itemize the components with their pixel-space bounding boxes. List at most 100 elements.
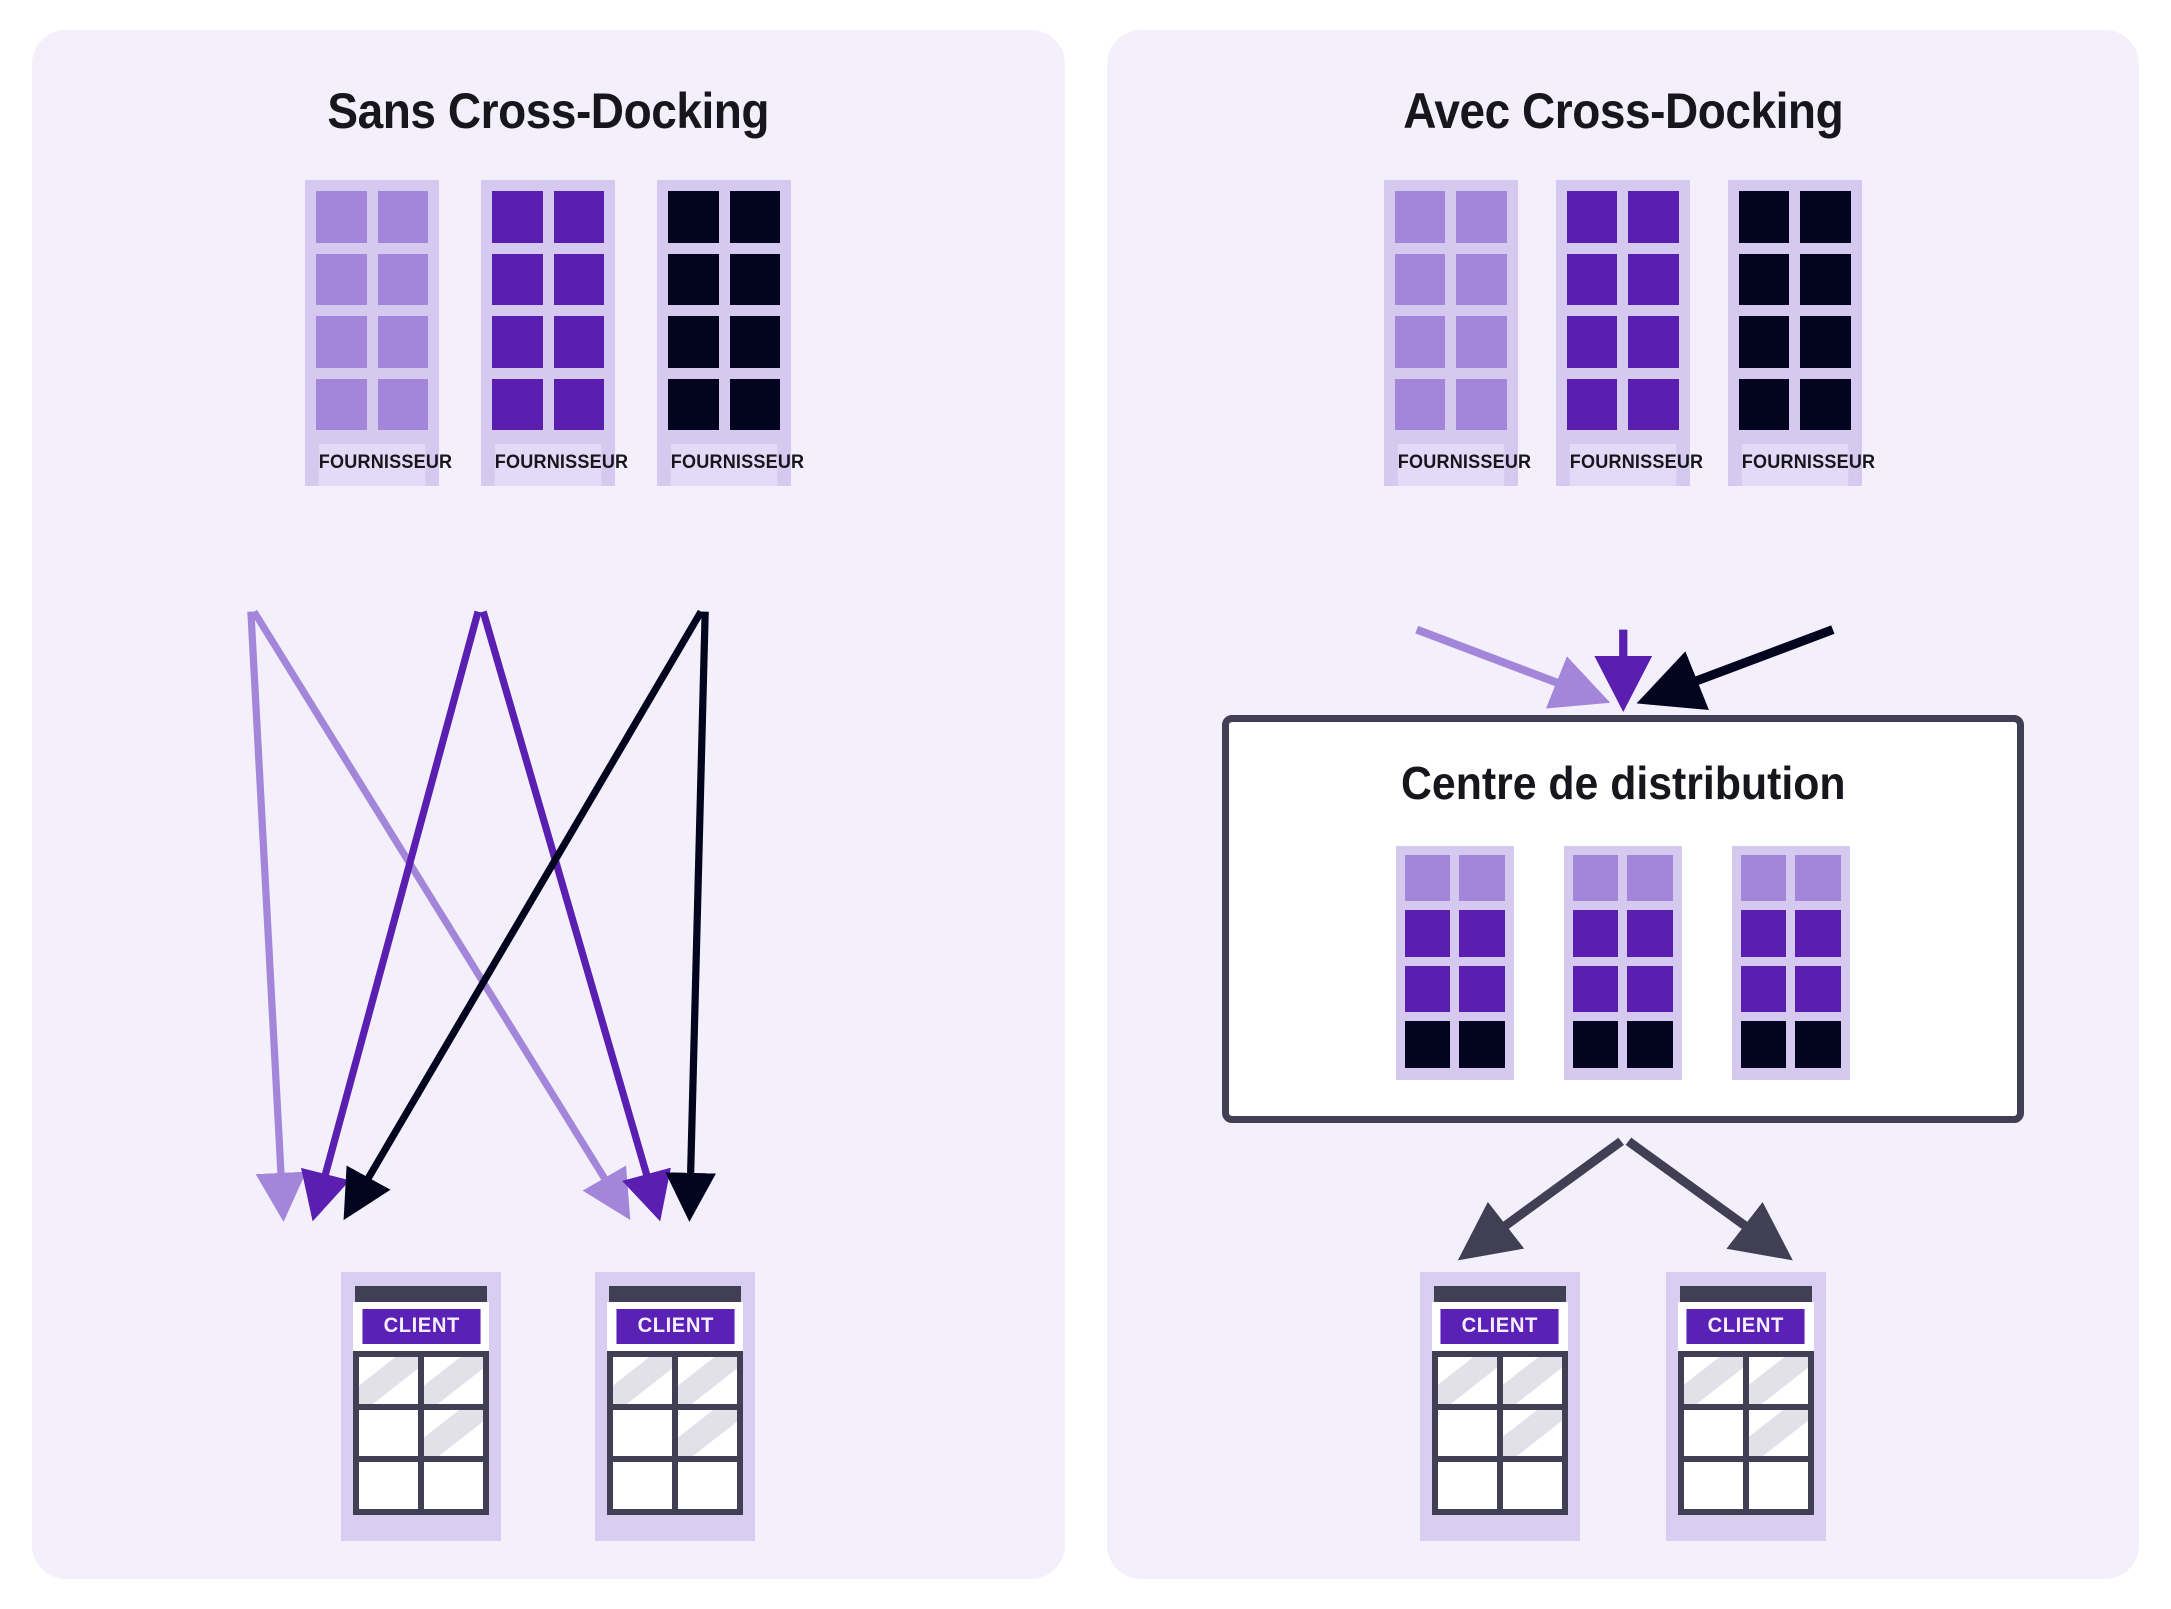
window-pane (1502, 1409, 1562, 1457)
supplier-1: FOURNISSEUR (1383, 180, 1531, 486)
pallet-box (1627, 910, 1673, 957)
pallet-box (1738, 316, 1790, 368)
pallet-box (1627, 855, 1673, 902)
supplier-2: FOURNISSEUR (1555, 180, 1703, 486)
dc-pallet-3-grid (1740, 855, 1841, 1068)
client-2-label: CLIENT (616, 1309, 735, 1344)
connector-supplier3-clientB (665, 611, 716, 1222)
supplier-3: FOURNISSEUR (1727, 180, 1875, 486)
store-roof (355, 1286, 488, 1302)
pallet-box (1738, 378, 1790, 430)
connector-dc-clientA (1457, 1137, 1624, 1261)
pallet-box (1800, 378, 1851, 430)
distribution-center: Centre de distribution (1221, 715, 2024, 1123)
window-pane (424, 1462, 484, 1509)
window-pane (678, 1462, 738, 1509)
pallet-box (1628, 191, 1679, 243)
client-store-2: CLIENT (595, 1272, 756, 1541)
distribution-center-pallets (1229, 846, 2018, 1080)
supplier-3: FOURNISSEUR (657, 180, 804, 486)
pallet-box (1795, 1021, 1841, 1068)
pallet-box (553, 316, 605, 368)
supplier-row-right: FOURNISSEUR FOURNISSEUR (1107, 180, 2140, 486)
pallet-box (1566, 191, 1618, 243)
pallet-box (377, 316, 429, 368)
store-signboard: CLIENT (1677, 1302, 1814, 1351)
pallet-box (1800, 253, 1851, 305)
pallet-box (492, 253, 543, 305)
dc-pallet-2 (1563, 846, 1682, 1080)
pallet-box (668, 316, 719, 368)
pallet-box (1740, 1021, 1787, 1068)
store-roof (609, 1286, 742, 1302)
connector-supplier1-dc (1414, 625, 1610, 709)
pallet-box (1795, 855, 1841, 902)
dc-pallet-1-grid (1404, 855, 1505, 1068)
pallet-box (668, 191, 719, 243)
pallet-box (1795, 965, 1841, 1013)
pallet-box (1394, 191, 1446, 243)
connector-supplier3-dc (1636, 625, 1835, 710)
supplier-1: FOURNISSEUR (305, 180, 452, 486)
window-pane (1683, 1462, 1743, 1509)
store-roof (1679, 1286, 1812, 1302)
pallet-box (377, 253, 429, 305)
pallet-box (553, 191, 605, 243)
pallet-box (492, 316, 543, 368)
pallet-box (377, 191, 429, 243)
window-pane (1748, 1357, 1808, 1404)
pallet-box (668, 253, 719, 305)
pallet-box (1628, 316, 1679, 368)
supplier-3-label: FOURNISSEUR (1741, 444, 1875, 486)
window-pane (613, 1462, 673, 1509)
pallet-box (1572, 910, 1619, 957)
store-windows (607, 1351, 744, 1515)
connector-dc-clientB (1625, 1137, 1793, 1261)
pallet-box (316, 191, 367, 243)
window-pane (1502, 1357, 1562, 1404)
supplier-3-pallet (668, 191, 781, 430)
pallet-box (492, 378, 543, 430)
dc-pallet-3 (1731, 846, 1850, 1080)
pallet-box (1628, 378, 1679, 430)
pallet-box (316, 316, 367, 368)
pallet-box (1740, 910, 1787, 957)
pallet-box (1572, 1021, 1619, 1068)
window-pane (613, 1357, 673, 1404)
supplier-2-pallet (1566, 191, 1679, 430)
window-pane (1748, 1462, 1808, 1509)
client-1-label: CLIENT (1440, 1309, 1559, 1344)
client-store-1: CLIENT (1419, 1272, 1580, 1541)
supplier-1-label: FOURNISSEUR (319, 444, 452, 486)
pallet-box (1627, 1021, 1673, 1068)
pallet-box (1566, 316, 1618, 368)
supplier-2: FOURNISSEUR (481, 180, 628, 486)
supplier-1-pallet (1394, 191, 1507, 430)
pallet-box (1740, 965, 1787, 1013)
supplier-2-pallet (492, 191, 605, 430)
store-signboard: CLIENT (353, 1302, 490, 1351)
pallet-box (316, 378, 367, 430)
supplier-1-label: FOURNISSEUR (1397, 444, 1531, 486)
connector-supplier2-clientB (479, 610, 671, 1222)
window-pane (1502, 1462, 1562, 1509)
store-signboard: CLIENT (607, 1302, 744, 1351)
pallet-box (1566, 378, 1618, 430)
window-pane (1437, 1462, 1497, 1509)
panel-title-left: Sans Cross-Docking (327, 83, 770, 139)
dc-pallet-2-grid (1572, 855, 1673, 1068)
supplier-2-label: FOURNISSEUR (1569, 444, 1703, 486)
client-row-right: CLIENT CLIENT (1107, 1272, 2140, 1541)
window-pane (424, 1409, 484, 1457)
pallet-box (1394, 253, 1446, 305)
connector-supplier3-clientA (343, 609, 705, 1221)
distribution-center-title: Centre de distribution (1400, 757, 1845, 809)
pallet-box (1572, 855, 1619, 902)
pallet-box (1795, 910, 1841, 957)
window-pane (1748, 1409, 1808, 1457)
client-store-1: CLIENT (341, 1272, 502, 1541)
pallet-box (1459, 965, 1505, 1013)
store-windows (1677, 1351, 1814, 1515)
window-pane (1683, 1357, 1743, 1404)
